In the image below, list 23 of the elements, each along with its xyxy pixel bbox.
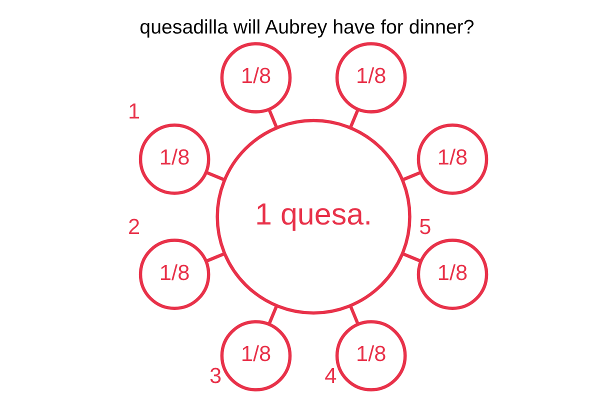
connector [266, 304, 278, 324]
node-circle: 1/8 [416, 123, 488, 194]
node-label: 3 [208, 362, 222, 388]
node-circle: 1/8 [334, 42, 406, 113]
connector [204, 170, 224, 181]
connector [348, 304, 360, 324]
node-label: 4 [324, 362, 336, 388]
node-label: 5 [418, 213, 431, 238]
node-label: 2 [128, 213, 140, 238]
connector [348, 108, 360, 128]
connector [204, 252, 224, 262]
node-circle: 1/8 [138, 238, 210, 310]
node-circle: 1/8 [334, 320, 406, 391]
node-circle: 1/8 [220, 42, 292, 113]
node-label: 1 [128, 98, 140, 124]
diagram-title: quesadilla will Aubrey have for dinner? [139, 16, 474, 38]
connector [402, 170, 422, 181]
node-circle: 1/8 [138, 123, 210, 194]
connector [402, 252, 422, 262]
node-circle: 1/8 [220, 320, 292, 391]
connector [266, 108, 278, 128]
node-circle: 1 quesa. [215, 118, 411, 314]
node-circle: 1/8 [416, 238, 488, 310]
